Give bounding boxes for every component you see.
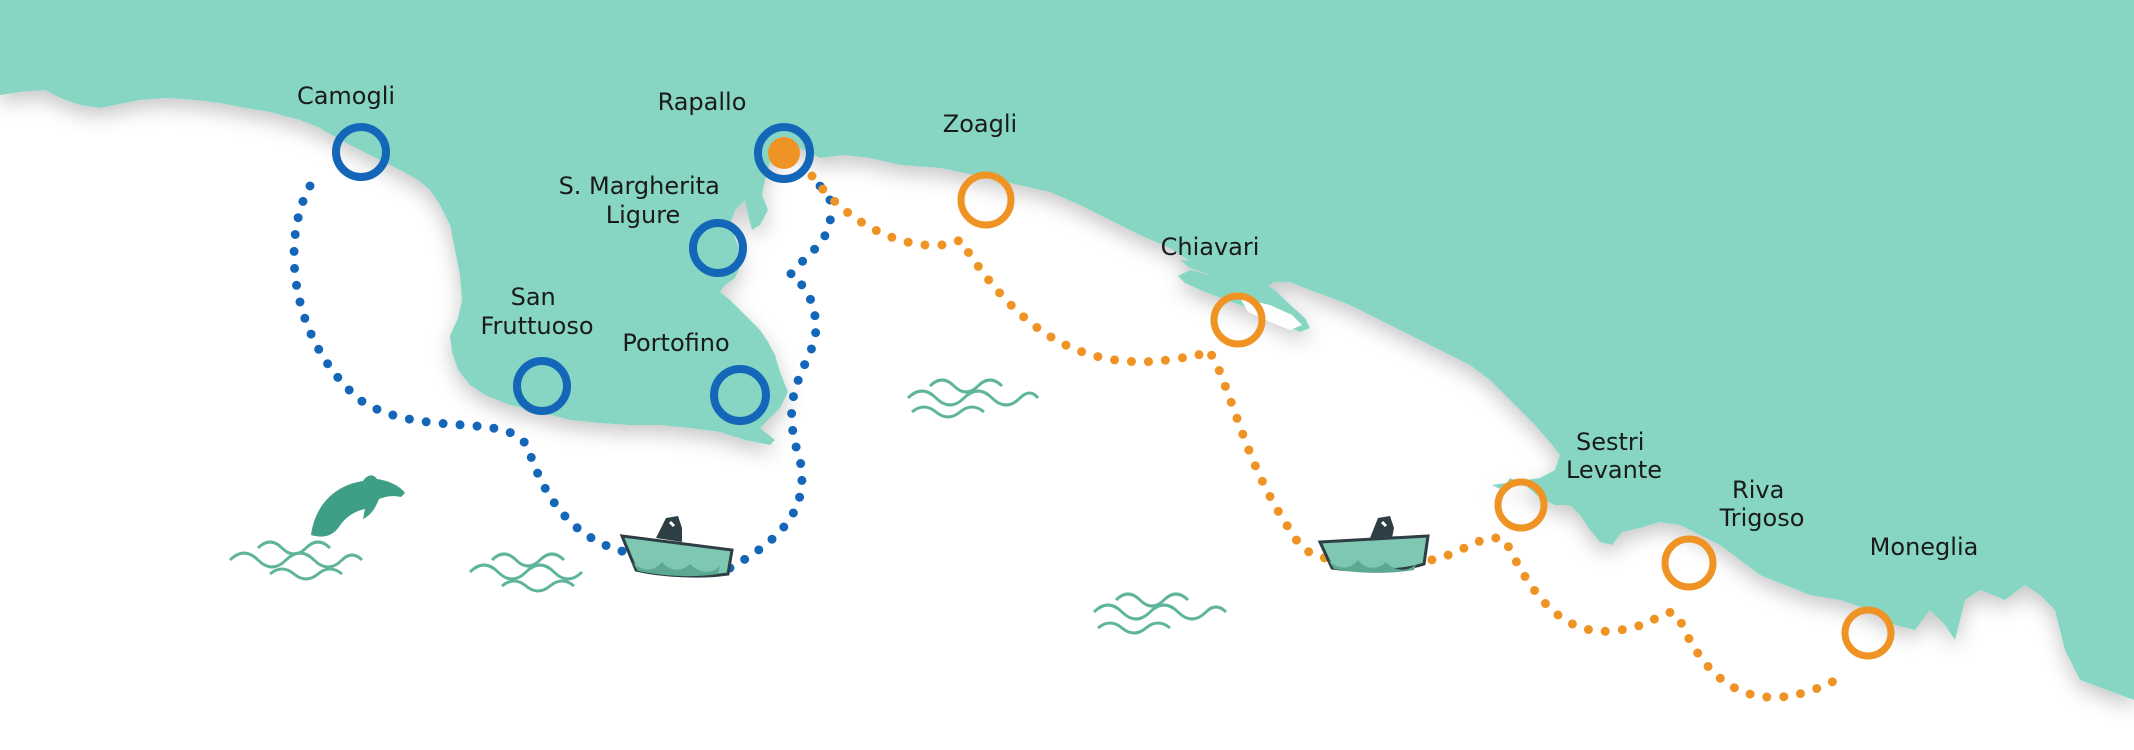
route-blue <box>289 171 836 573</box>
label-sestri-levante: Sestri Levante <box>1566 428 1662 484</box>
coastline-land <box>0 0 2134 700</box>
route-orange <box>807 171 1845 702</box>
waves-icon <box>228 378 1228 635</box>
stop-moneglia[interactable] <box>1841 606 1895 660</box>
label-moneglia: Moneglia <box>1870 533 1979 561</box>
label-san-fruttuoso: San Fruttuoso <box>480 283 593 340</box>
label-santa-margherita: S. Margherita Ligure <box>559 172 728 229</box>
label-zoagli: Zoagli <box>943 110 1017 138</box>
stop-chiavari[interactable] <box>1210 292 1266 348</box>
stop-sestri-levante[interactable] <box>1494 478 1548 532</box>
stop-portofino[interactable] <box>710 365 770 425</box>
label-camogli: Camogli <box>297 82 395 110</box>
stop-zoagli[interactable] <box>957 171 1015 229</box>
label-riva-trigoso: Riva Trigoso <box>1719 476 1805 532</box>
label-rapallo: Rapallo <box>658 88 747 116</box>
boat-icon <box>1317 516 1430 573</box>
stop-san-fruttuoso[interactable] <box>513 357 571 415</box>
stop-rapallo[interactable] <box>754 123 814 183</box>
stop-santa-margherita[interactable] <box>689 219 747 277</box>
label-chiavari: Chiavari <box>1161 233 1260 261</box>
boat-icon <box>619 516 734 578</box>
dolphin-icon <box>311 475 405 537</box>
label-portofino: Portofino <box>622 329 729 357</box>
stop-camogli[interactable] <box>332 123 390 181</box>
stop-rapallo-dot <box>768 137 800 169</box>
stop-riva-trigoso[interactable] <box>1661 535 1717 591</box>
